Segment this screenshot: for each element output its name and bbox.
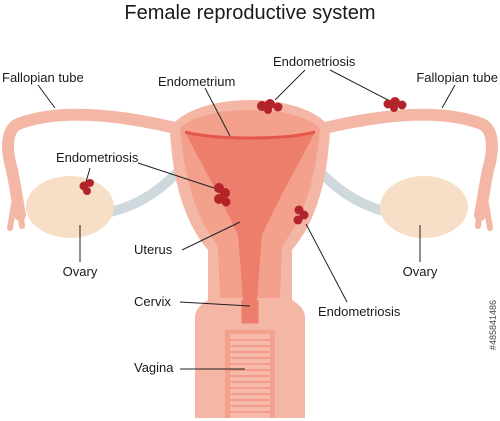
label-endometriosis-top: Endometriosis <box>273 54 356 69</box>
leader-endometriosis-left-b <box>137 162 215 189</box>
diagram-title: Female reproductive system <box>124 2 375 24</box>
left-fallopian-tube <box>2 108 181 221</box>
cervical-canal <box>241 300 259 324</box>
stock-image-id: #485841486 <box>488 300 498 351</box>
label-fallopian-tube-left: Fallopian tube <box>2 70 84 85</box>
endometriosis-lesion-top-left <box>257 99 283 114</box>
left-ovary <box>26 176 114 238</box>
right-ovarian-ligament <box>313 165 393 217</box>
label-fallopian-tube-right: Fallopian tube <box>416 70 498 85</box>
label-uterus: Uterus <box>134 242 173 257</box>
endometriosis-lesion-top-right <box>383 97 407 112</box>
label-endometriosis-left: Endometriosis <box>56 150 139 165</box>
endometriosis-lesion-uterus-left <box>214 183 231 207</box>
right-ovary <box>380 176 468 238</box>
leader-endometrium <box>204 87 231 137</box>
leader-fallopian-right <box>441 84 456 109</box>
leader-endometriosis-top-b <box>329 69 389 101</box>
right-fallopian-tube <box>319 108 498 221</box>
label-cervix: Cervix <box>134 294 171 309</box>
leader-uterus <box>181 221 241 251</box>
leader-endometriosis-right <box>305 223 348 303</box>
left-ovarian-ligament <box>105 165 185 217</box>
label-endometrium: Endometrium <box>158 74 235 89</box>
endometrium-line <box>184 130 316 140</box>
label-vagina: Vagina <box>134 360 174 375</box>
label-ovary-left: Ovary <box>63 264 98 279</box>
right-fimbriae <box>475 201 493 231</box>
leader-fallopian-left <box>37 84 56 109</box>
leader-endometriosis-left-a <box>85 167 91 183</box>
endometriosis-lesion-uterus-right <box>293 205 309 225</box>
label-ovary-right: Ovary <box>403 264 438 279</box>
uterine-cavity <box>185 132 315 300</box>
label-endometriosis-right: Endometriosis <box>318 304 401 319</box>
endometriosis-lesion-ovary <box>79 179 94 195</box>
leader-cervix <box>179 301 251 307</box>
vaginal-rugae <box>230 339 270 413</box>
leader-endometriosis-top-a <box>274 69 306 101</box>
left-fimbriae <box>7 201 25 231</box>
